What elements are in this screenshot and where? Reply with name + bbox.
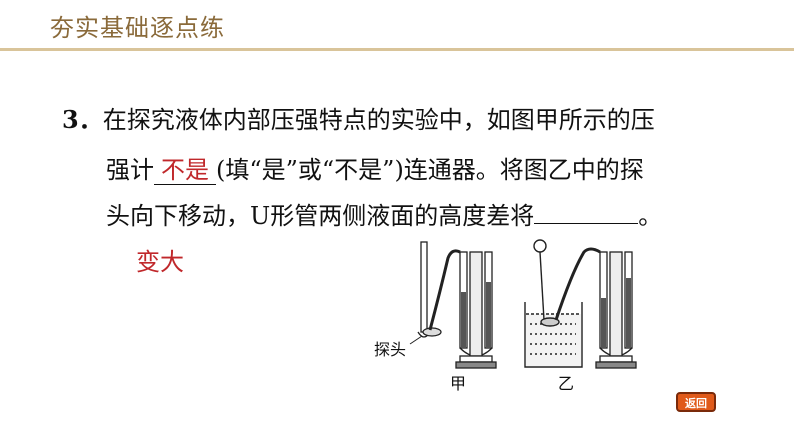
answer-2: 变大 xyxy=(136,248,184,276)
question-text-3b: 。 xyxy=(638,202,663,230)
question-line-1: 3．在探究液体内部压强特点的实验中，如图甲所示的压 xyxy=(62,100,655,135)
answer-1: 不是 xyxy=(161,156,209,184)
question-text-1: 在探究液体内部压强特点的实验中，如图甲所示的压 xyxy=(102,106,655,134)
back-button[interactable]: 返回 xyxy=(676,392,716,412)
gauge-b xyxy=(595,251,637,369)
figure-label-a: 甲 xyxy=(450,374,467,393)
question-text-2a: 强计 xyxy=(106,156,154,184)
probe-label: 探头 xyxy=(374,340,407,359)
header: 夯实基础逐点练 xyxy=(0,0,794,52)
question-number: 3． xyxy=(62,105,103,134)
question-line-2: 强计不是(填“是”或“不是”)连通器。将图乙中的探 xyxy=(106,150,644,185)
section-title: 夯实基础逐点练 xyxy=(50,14,225,42)
experiment-figure: 探头 甲 乙 xyxy=(360,232,660,393)
question-text-3a: 头向下移动，U形管两侧液面的高度差将 xyxy=(106,202,535,230)
pressure-gauge-diagram xyxy=(409,239,637,369)
answer-blank-1: 不是 xyxy=(154,156,216,185)
question-text-2b: (填“是”或“不是”)连通器。将图乙中的探 xyxy=(216,156,644,184)
gauge-a xyxy=(417,241,497,369)
answer-blank-2 xyxy=(534,201,639,224)
beaker xyxy=(524,239,601,368)
figure-label-b: 乙 xyxy=(558,374,575,393)
header-divider xyxy=(0,48,794,51)
question-line-3: 头向下移动，U形管两侧液面的高度差将 。 xyxy=(106,196,662,231)
